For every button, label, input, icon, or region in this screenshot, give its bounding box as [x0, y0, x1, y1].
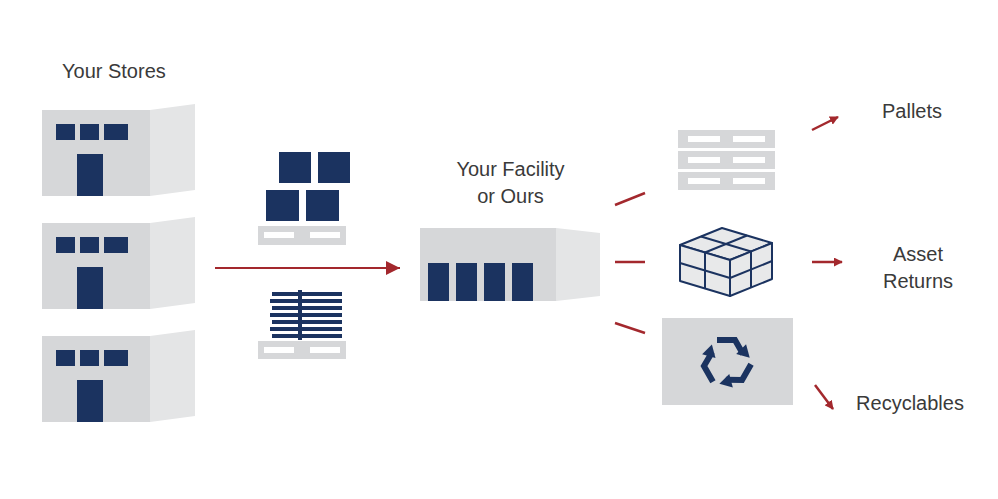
output-node: Asset Returns [645, 215, 965, 310]
output-node: Pallets [645, 95, 960, 195]
facility-building [420, 228, 600, 301]
node-label: Your Stores [62, 58, 202, 85]
node-label: Recyclables [845, 390, 975, 417]
store-building [42, 330, 195, 422]
node-label: Your Facility or Ours [448, 156, 573, 210]
asset-boxes-icon [680, 228, 772, 296]
pallet-stack-icon [678, 130, 775, 190]
store-building [42, 104, 195, 196]
facility-node: Your Facility or Ours [400, 150, 615, 305]
connector-dash [615, 193, 645, 205]
output-arrow [812, 117, 838, 130]
connector-dash [615, 323, 645, 333]
output-node: Recyclables [645, 330, 977, 425]
store-group: Your Stores [35, 55, 215, 440]
flow-arrow [215, 267, 400, 269]
boxed-pallet [258, 152, 350, 245]
connector-dash [615, 261, 645, 264]
stacked-pallet [258, 290, 346, 359]
node-label: Asset Returns [873, 241, 963, 295]
node-label: Pallets [867, 98, 957, 125]
store-building [42, 217, 195, 309]
recycle-icon [662, 318, 793, 405]
output-arrow [812, 261, 842, 264]
output-arrow [815, 385, 833, 409]
